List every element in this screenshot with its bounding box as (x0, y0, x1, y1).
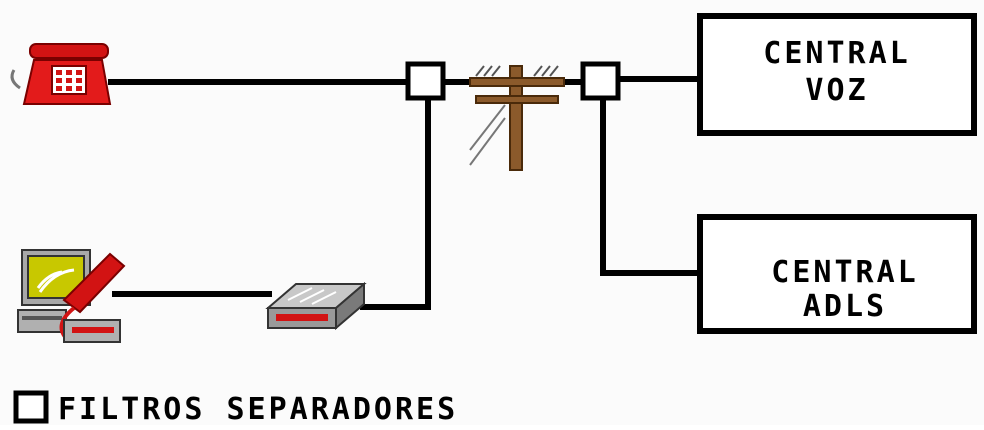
central-adls-box: CENTRAL ADLS (700, 217, 974, 331)
central-voz-box: CENTRAL VOZ (700, 16, 974, 133)
splitter-filter-right (583, 64, 618, 98)
computer-with-phone-icon (18, 250, 124, 342)
connection-lines (108, 79, 700, 307)
telephone-icon (12, 44, 110, 104)
line-splitter-to-central-adls (603, 98, 700, 273)
legend-filter-symbol (16, 393, 46, 421)
central-adls-line2: ADLS (803, 289, 887, 324)
splitter-filter-left (408, 64, 443, 98)
central-voz-line1: CENTRAL (763, 36, 910, 71)
legend: FILTROS SEPARADORES (16, 392, 458, 425)
modem-icon (268, 284, 364, 328)
central-adls-line1: CENTRAL (771, 255, 918, 290)
central-voz-line2: VOZ (805, 73, 868, 108)
legend-label: FILTROS SEPARADORES (58, 392, 458, 425)
line-splitter-to-modem (360, 98, 428, 307)
utility-pole-icon (470, 66, 564, 170)
